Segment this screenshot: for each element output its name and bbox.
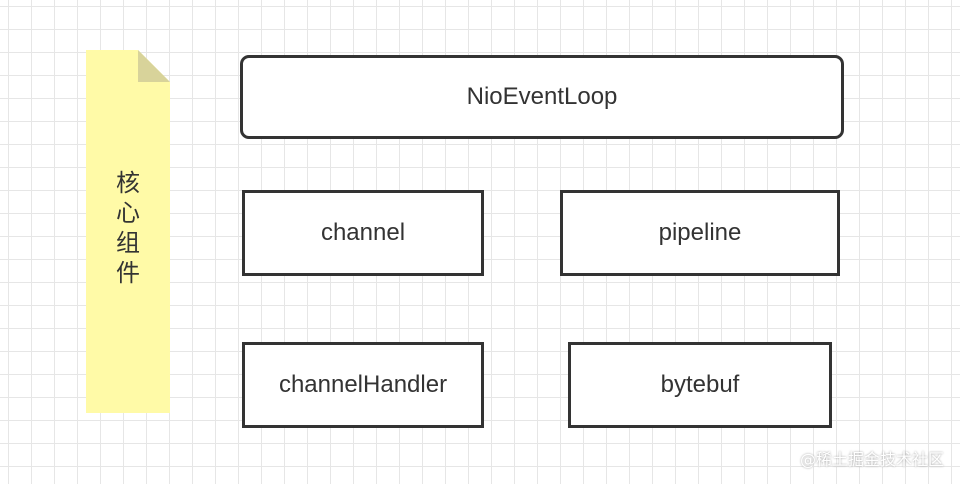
channelhandler-box: channelHandler [242, 342, 484, 428]
bytebuf-box: bytebuf [568, 342, 832, 428]
watermark: @稀土掘金技术社区 [799, 450, 944, 469]
note-char: 组 [116, 229, 140, 257]
note-char: 心 [116, 199, 140, 227]
channel-box: channel [242, 190, 484, 276]
nioeventloop-box: NioEventLoop [240, 55, 844, 139]
sticky-note-fold [138, 50, 170, 82]
pipeline-box: pipeline [560, 190, 840, 276]
note-char: 核 [116, 169, 140, 197]
sticky-note [86, 50, 170, 413]
note-char: 件 [116, 259, 140, 287]
sticky-note-label: 核 心 组 件 [86, 168, 170, 288]
